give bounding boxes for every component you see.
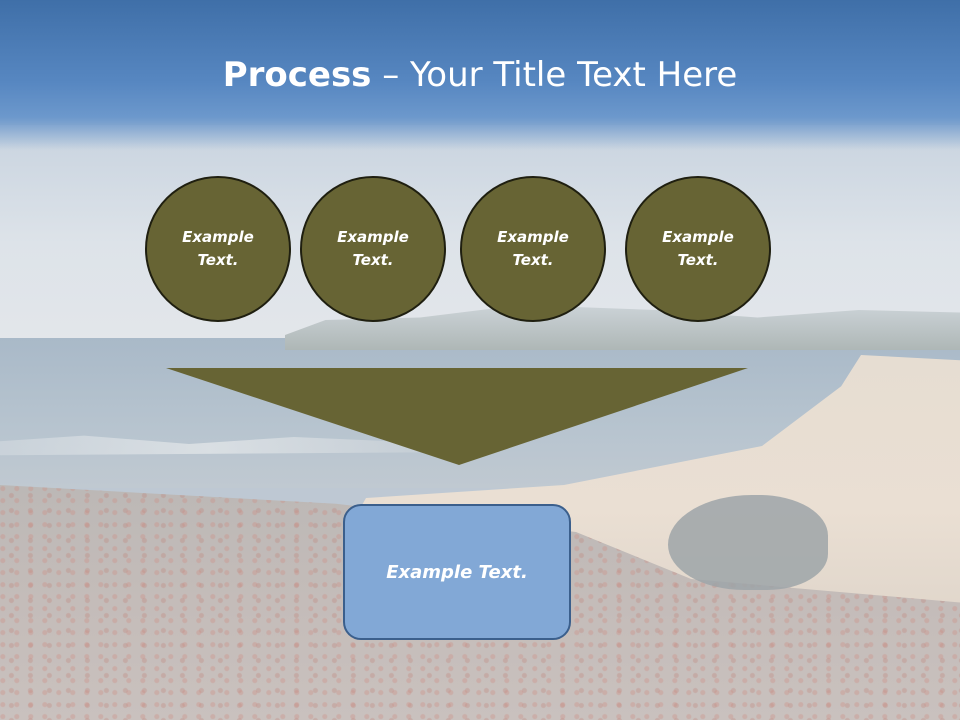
process-circle-4[interactable]: Example Text. bbox=[625, 176, 771, 322]
process-circle-2-label: Example Text. bbox=[337, 228, 409, 269]
background-rock bbox=[668, 495, 828, 590]
funnel-shape bbox=[166, 368, 748, 465]
title-bold: Process bbox=[222, 55, 372, 95]
background-waves bbox=[0, 435, 420, 456]
result-box[interactable]: Example Text. bbox=[343, 504, 571, 640]
process-circle-1-label: Example Text. bbox=[182, 228, 254, 269]
slide-title[interactable]: Process – Your Title Text Here bbox=[0, 52, 960, 98]
process-circle-1[interactable]: Example Text. bbox=[145, 176, 291, 322]
process-circle-2[interactable]: Example Text. bbox=[300, 176, 446, 322]
funnel-triangle[interactable] bbox=[166, 368, 748, 466]
process-circle-3-label: Example Text. bbox=[497, 228, 569, 269]
title-banner bbox=[0, 0, 960, 150]
process-circle-4-label: Example Text. bbox=[662, 228, 734, 269]
process-circle-3[interactable]: Example Text. bbox=[460, 176, 606, 322]
title-rest: – Your Title Text Here bbox=[371, 55, 738, 95]
result-box-label: Example Text. bbox=[386, 561, 528, 583]
